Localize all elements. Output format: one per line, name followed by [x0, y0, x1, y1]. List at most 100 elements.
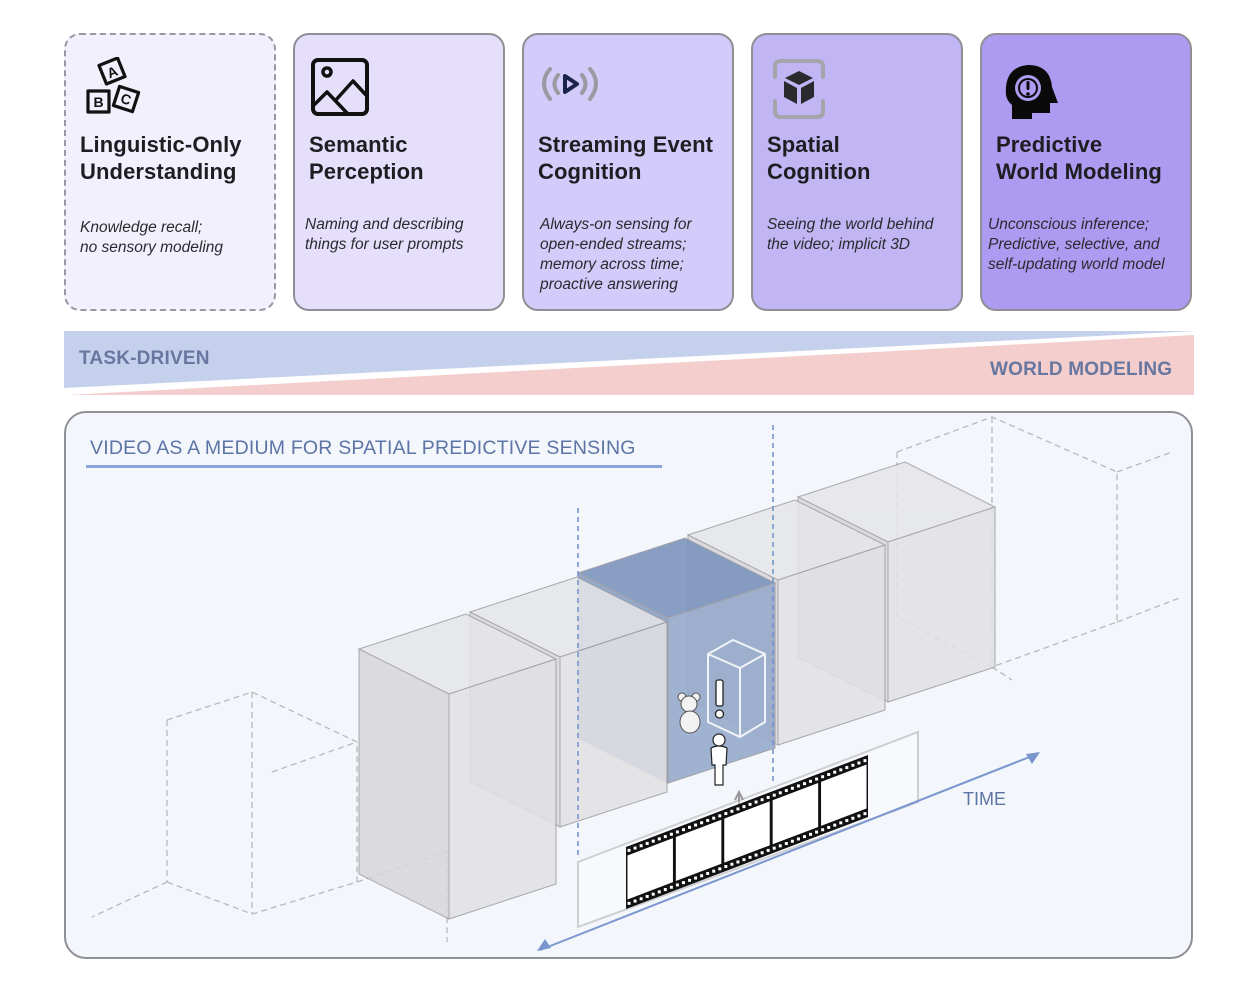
film-sprocket-hole — [796, 837, 800, 841]
film-sprocket-hole — [742, 858, 746, 862]
teddy-bear — [677, 692, 701, 734]
film-sprocket-hole — [863, 759, 867, 763]
film-sprocket-hole — [633, 899, 637, 903]
film-sprocket-hole — [839, 768, 843, 772]
film-sprocket-hole — [857, 814, 861, 818]
stage-card-predictive: Predictive World Modeling Unconscious in… — [980, 33, 1192, 311]
stage-card-spatial: Spatial Cognition Seeing the world behin… — [751, 33, 963, 311]
film-sprocket-hole — [766, 848, 770, 852]
live-stream-play-icon — [542, 67, 598, 101]
card-title: Semantic Perception — [309, 132, 424, 184]
film-sprocket-hole — [790, 786, 794, 790]
film-sprocket-hole — [802, 835, 806, 839]
stage-card-semantic: Semantic Perception Naming and describin… — [293, 33, 505, 311]
film-sprocket-hole — [639, 844, 643, 848]
film-sprocket-hole — [700, 821, 704, 825]
film-sprocket-hole — [809, 779, 813, 783]
world-modeling-label: WORLD MODELING — [990, 359, 1173, 380]
film-sprocket-hole — [694, 876, 698, 880]
film-sprocket-hole — [633, 846, 637, 850]
film-sprocket-hole — [700, 874, 704, 878]
svg-text:C: C — [119, 90, 134, 108]
film-sprocket-hole — [706, 871, 710, 875]
film-sprocket-hole — [796, 784, 800, 788]
film-sprocket-hole — [821, 775, 825, 779]
film-sprocket-hole — [639, 897, 643, 901]
3d-cube-icon — [773, 59, 825, 119]
film-sprocket-hole — [663, 888, 667, 892]
film-sprocket-hole — [851, 816, 855, 820]
time-axis-label: TIME — [963, 789, 1006, 809]
film-sprocket-hole — [688, 825, 692, 829]
film-sprocket-hole — [790, 839, 794, 843]
film-sprocket-hole — [657, 837, 661, 841]
block-left-face — [358, 648, 450, 920]
card-title: Streaming Event Cognition — [538, 132, 714, 184]
exclamation-mark — [714, 679, 725, 719]
scene-block — [357, 613, 558, 920]
film-sprocket-hole — [845, 766, 849, 770]
film-sprocket-hole — [736, 807, 740, 811]
film-sprocket-hole — [627, 848, 631, 852]
card-description: Seeing the world behind the video; impli… — [767, 216, 934, 253]
panel-title-underline — [86, 465, 662, 468]
block-right-face — [448, 658, 557, 920]
film-sprocket-hole — [754, 853, 758, 857]
film-sprocket-hole — [839, 821, 843, 825]
video-medium-panel: VIDEO AS A MEDIUM FOR SPATIAL PREDICTIVE… — [64, 411, 1193, 959]
film-sprocket-hole — [833, 823, 837, 827]
card-title: Spatial Cognition — [767, 132, 871, 184]
film-sprocket-hole — [627, 901, 631, 905]
film-strip — [626, 755, 868, 909]
film-sprocket-hole — [845, 819, 849, 823]
film-sprocket-hole — [809, 832, 813, 836]
block-right-face — [559, 621, 668, 828]
film-sprocket-hole — [675, 883, 679, 887]
film-sprocket-hole — [772, 846, 776, 850]
head-alert-icon — [1005, 65, 1058, 119]
world-modeling-wedge — [68, 335, 1194, 395]
card-title: Linguistic-Only Understanding — [80, 132, 242, 184]
film-sprocket-hole — [730, 862, 734, 866]
time-axis — [539, 753, 1038, 951]
film-sprocket-hole — [815, 777, 819, 781]
film-sprocket-hole — [681, 828, 685, 832]
film-frame — [627, 838, 673, 900]
film-sprocket-hole — [851, 763, 855, 767]
film-sprocket-hole — [663, 835, 667, 839]
film-sprocket-hole — [815, 830, 819, 834]
spectrum-band — [64, 331, 1196, 395]
stage-card-streaming: Streaming Event Cognition Always-on sens… — [522, 33, 734, 311]
film-sprocket-hole — [681, 881, 685, 885]
film-sprocket-hole — [827, 825, 831, 829]
film-sprocket-hole — [712, 816, 716, 820]
film-sprocket-hole — [821, 828, 825, 832]
film-sprocket-hole — [772, 793, 776, 797]
film-sprocket-hole — [730, 809, 734, 813]
film-sprocket-hole — [863, 812, 867, 816]
film-sprocket-hole — [766, 795, 770, 799]
film-sprocket-hole — [645, 894, 649, 898]
time-arrow-head-right — [1026, 752, 1040, 764]
image-icon — [311, 58, 369, 116]
film-sprocket-hole — [724, 812, 728, 816]
card-description: Unconscious inference; Predictive, selec… — [988, 216, 1165, 273]
wardrobe-outline — [707, 638, 766, 739]
film-sprocket-hole — [718, 814, 722, 818]
film-sprocket-hole — [718, 867, 722, 871]
film-frame — [675, 819, 722, 882]
film-sprocket-hole — [669, 885, 673, 889]
film-sprocket-hole — [748, 802, 752, 806]
film-sprocket-hole — [706, 818, 710, 822]
film-sprocket-hole — [688, 878, 692, 882]
film-sprocket-hole — [833, 770, 837, 774]
film-sprocket-hole — [754, 800, 758, 804]
film-sprocket-hole — [675, 830, 679, 834]
film-frame — [772, 782, 819, 845]
block-right-face — [777, 544, 886, 746]
svg-text:B: B — [93, 94, 103, 110]
film-frame — [724, 801, 770, 863]
panel-title: VIDEO AS A MEDIUM FOR SPATIAL PREDICTIVE… — [90, 437, 636, 459]
film-sprocket-hole — [857, 761, 861, 765]
film-sprocket-hole — [748, 855, 752, 859]
